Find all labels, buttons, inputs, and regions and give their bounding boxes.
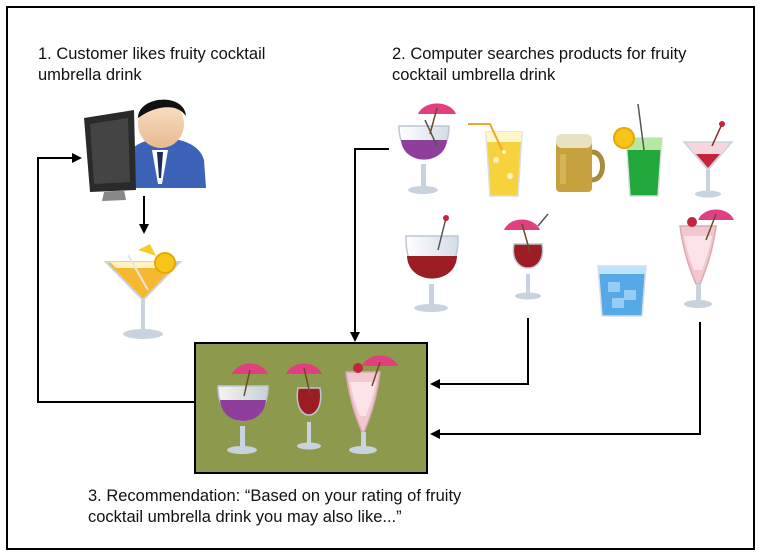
step-3-caption: 3. Recommendation: “Based on your rating…	[88, 487, 462, 526]
martini-icon	[682, 121, 734, 198]
lemonade-icon	[468, 123, 523, 197]
arrow-recommendation-to-customer	[37, 153, 195, 403]
recommended-purple-cocktail-icon	[217, 363, 269, 454]
arrow-pink-cocktail-to-box	[430, 322, 701, 439]
recommended-pink-cocktail-icon	[345, 355, 398, 454]
green-drink-icon	[613, 103, 663, 197]
purple-umbrella-cocktail-icon	[398, 103, 456, 194]
red-umbrella-cocktail-icon	[504, 213, 549, 300]
red-wine-icon	[405, 215, 459, 312]
beer-mug-icon	[556, 134, 605, 192]
customer-at-computer-icon	[84, 99, 206, 201]
blue-ice-drink-icon	[597, 265, 647, 317]
step-2-caption: 2. Computer searches products for fruity…	[392, 45, 687, 84]
recommended-red-cocktail-icon	[286, 363, 322, 450]
arrow-search-to-box	[350, 148, 389, 342]
pink-umbrella-cocktail-icon	[679, 209, 734, 308]
arrow-red-cocktail-to-box	[430, 318, 529, 389]
cocktail-glass-icon	[103, 244, 183, 339]
step-1-caption: 1. Customer likes fruity cocktail umbrel…	[38, 45, 266, 84]
